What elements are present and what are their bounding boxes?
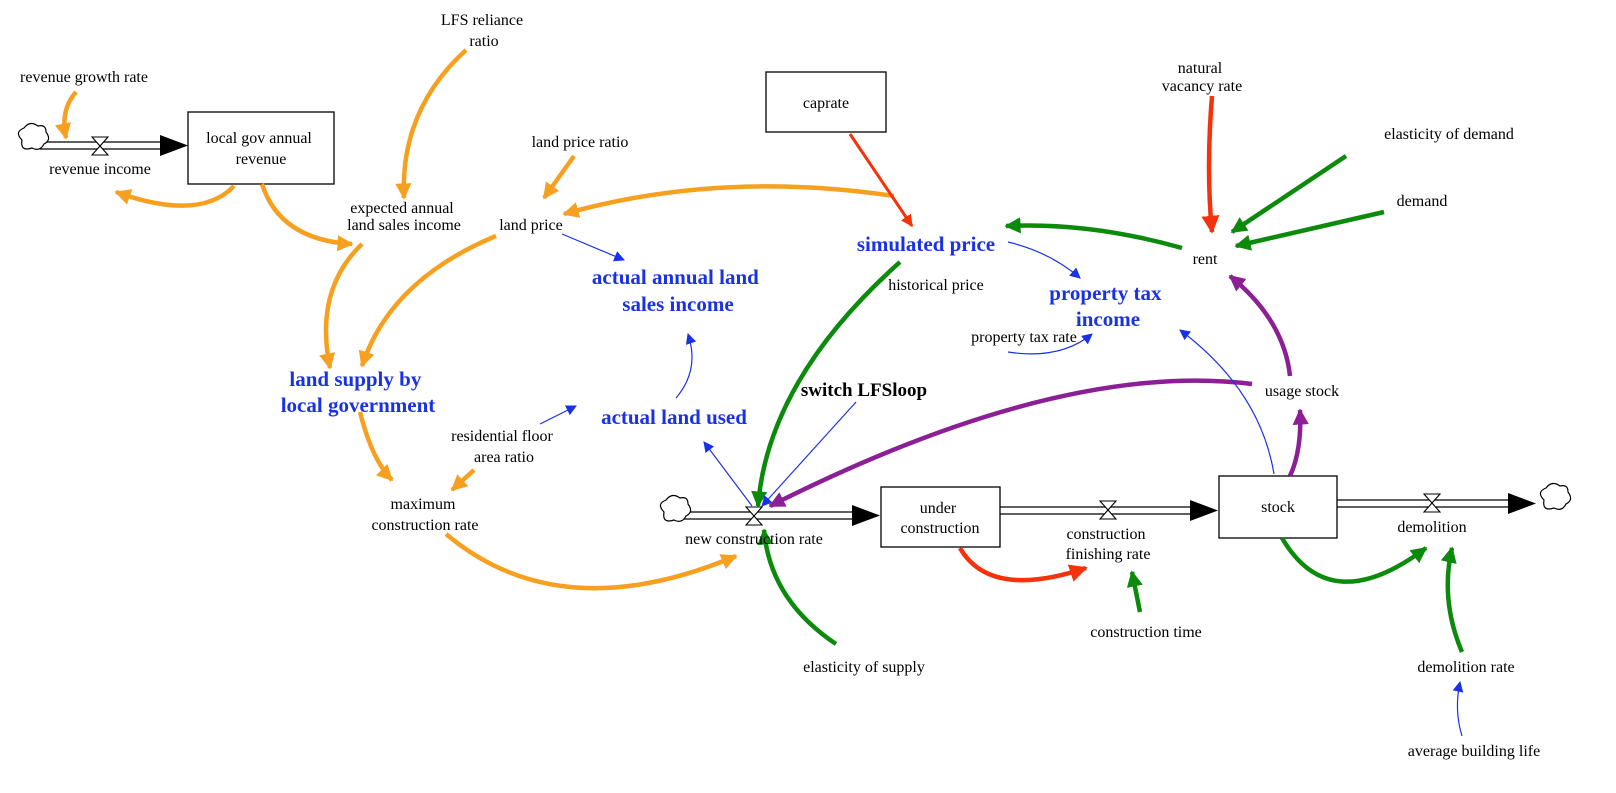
link-orange [358,233,497,368]
link-green [751,260,902,508]
link-purple [768,378,1253,509]
stock-label-stock: stock [1261,499,1295,516]
link-orange [542,154,576,200]
flow-pipe-construction-finishing [1000,500,1218,521]
var-land-price-ratio: land price ratio [532,134,629,151]
link-green [1280,536,1428,584]
var-residential-floor-area-ratio: residential floor area ratio [451,428,557,466]
key-var-actual-land-used: actual land used [601,405,747,429]
link-purple [1287,408,1309,477]
link-blue [1179,329,1275,475]
flow-pipe-revenue [40,135,188,156]
link-green [1234,209,1385,251]
link-orange [357,411,394,482]
var-demolition-rate: demolition rate [1417,659,1514,676]
link-blue [1452,680,1464,737]
link-orange [562,184,895,218]
var-maximum-construction-rate: maximum construction rate [371,496,478,534]
key-var-simulated-price: simulated price [857,232,995,256]
link-blue [1007,333,1093,355]
valve-icon [1098,500,1118,520]
flow-pipe-demolition [1337,493,1536,514]
valve-icon [744,506,764,526]
arrowhead-icon [160,135,188,156]
switch-lfsloop: switch LFSloop [801,380,927,401]
stock-box-caprate[interactable] [765,71,887,133]
var-historical-price: historical price [888,277,984,294]
link-blue [539,405,577,425]
link-orange [55,90,78,140]
var-average-building-life: average building life [1408,743,1540,760]
link-orange [319,242,364,370]
flow-label-revenue-income: revenue income [49,161,151,178]
valve-icon [90,136,110,156]
cloud-sink-icon [1539,482,1572,510]
link-orange [450,468,476,492]
flow-label-demolition: demolition [1397,519,1466,536]
var-demand: demand [1397,193,1448,210]
cloud-source-icon [17,122,50,150]
link-green [1004,217,1183,251]
var-rent: rent [1193,251,1218,268]
key-var-actual-annual-land-sales-income: actual annual land sales income [592,265,764,316]
link-purple [1228,274,1293,377]
link-blue [561,233,625,262]
link-blue [761,401,857,507]
link-orange [395,48,468,200]
link-red [1201,95,1220,234]
link-orange [114,184,236,208]
key-var-land-supply-by-local-government: land supply by local government [281,367,436,417]
valve-icon [1422,493,1442,513]
flow-label-construction-finishing-rate: construction finishing rate [1066,526,1151,563]
stock-box-stock[interactable] [1218,475,1338,539]
link-red [848,133,914,227]
var-elasticity-of-supply: elasticity of supply [803,659,925,676]
var-expected-annual-land-sales-income: expected annual land sales income [347,200,461,234]
var-natural-vacancy-rate: natural vacancy rate [1162,60,1242,95]
link-green [1230,154,1348,234]
link-orange [444,532,738,591]
link-blue [675,332,697,399]
var-lfs-reliance-ratio: LFS reliance ratio [441,12,527,50]
arrowhead-icon [1190,500,1218,521]
stock-box-local-gov-annual-revenue[interactable] [187,111,335,185]
flow-label-new-construction-rate: new construction rate [685,531,823,548]
link-orange [259,183,354,252]
stock-label-caprate: caprate [803,95,849,112]
link-blue [1007,241,1081,279]
cloud-source-icon [659,494,692,522]
flow-pipe-new-construction [682,505,880,526]
link-green [1440,546,1465,653]
arrowhead-icon [1508,493,1536,514]
stock-label-under-construction: under construction [900,500,979,537]
var-revenue-growth-rate: revenue growth rate [20,69,148,86]
link-green [1126,570,1143,613]
key-var-property-tax-income: property tax income [1049,281,1166,331]
arrowhead-icon [852,505,880,526]
var-property-tax-rate: property tax rate [971,329,1077,346]
stock-label-local-gov-annual-revenue: local gov annual revenue [206,130,316,168]
link-green [757,528,838,646]
link-blue [703,441,753,507]
var-land-price: land price [499,217,563,234]
stock-box-under-construction[interactable] [880,486,1001,548]
var-elasticity-of-demand: elasticity of demand [1384,126,1514,143]
link-red [958,546,1088,583]
var-construction-time: construction time [1090,624,1202,641]
var-usage-stock: usage stock [1265,383,1339,400]
